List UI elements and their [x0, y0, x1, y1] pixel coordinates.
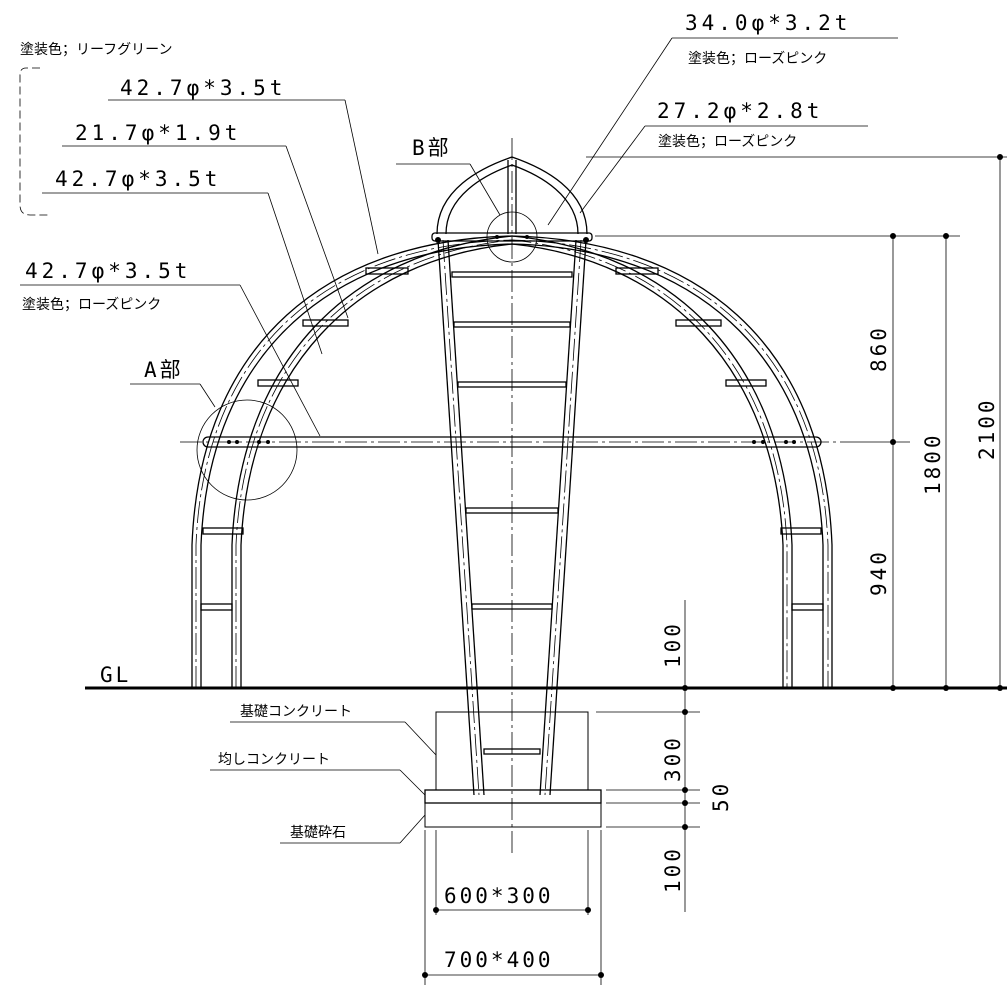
lower-dim: 940: [867, 549, 891, 596]
pipe-horizontal-ring-label: 42.7φ*3.5t: [25, 259, 191, 283]
right-rungs: [615, 267, 824, 611]
left-rungs: [200, 267, 409, 611]
tower-rungs: [451, 271, 573, 755]
inner-arch-outer: [231, 235, 793, 688]
ring-bolts: [227, 440, 796, 444]
detail-a-label: A部: [144, 358, 184, 382]
gl-label: GL: [100, 663, 131, 687]
tower-right-inner: [539, 239, 577, 796]
pipe-inner-arch-label: 42.7φ*3.5t: [55, 167, 221, 191]
paint-rose-pink-label-3: 塗装色；ローズピンク: [658, 133, 797, 150]
tower-left-inner: [447, 239, 485, 796]
detail-b-circle: [486, 211, 538, 263]
paint-rose-pink-label-1: 塗装色；ローズピンク: [22, 296, 161, 313]
overall-dim: 2100: [975, 397, 999, 460]
rung: [302, 319, 349, 327]
leveling-concrete-block: [424, 789, 602, 804]
foundation-gravel-label: 基礎砕石: [290, 824, 346, 841]
pipe-top-outer-label: 42.7φ*3.5t: [120, 76, 286, 100]
foundation-concrete-label: 基礎コンクリート: [240, 703, 352, 720]
gravel-block: [424, 802, 602, 828]
tower-right-center: [544, 239, 582, 796]
rung: [675, 319, 722, 327]
paint-rose-pink-label-2: 塗装色；ローズピンク: [688, 50, 827, 67]
pipe-crown-label: 34.0φ*3.2t: [685, 11, 851, 35]
rung: [780, 527, 822, 535]
rung: [791, 603, 824, 611]
gravel-size-dim: 700*400: [444, 948, 554, 972]
leveling-depth-dim: 50: [709, 781, 733, 812]
rung: [202, 527, 244, 535]
rung: [200, 603, 233, 611]
pipe-top-ring-label: 27.2φ*2.8t: [657, 99, 823, 123]
mid-total-dim: 1800: [921, 432, 945, 495]
embed-dim: 100: [661, 621, 685, 668]
detail-a-circle: [196, 399, 298, 501]
crown-inner: [445, 164, 579, 235]
rung: [615, 267, 659, 275]
rung: [725, 379, 767, 387]
tower-left-outer: [437, 239, 475, 796]
crown-spine: [507, 160, 517, 234]
detail-b-label: B部: [412, 136, 452, 160]
pipe-rung-label: 21.7φ*1.9t: [75, 121, 241, 145]
top-ring: [431, 232, 593, 242]
foundation-depth-dim: 300: [661, 735, 685, 782]
leveling-concrete-label: 均しコンクリート: [218, 752, 330, 768]
inner-arch-center: [235, 239, 788, 688]
crown-outer: [436, 156, 588, 235]
inner-arch-inner: [240, 243, 784, 688]
rung: [257, 379, 299, 387]
foundation-size-dim: 600*300: [444, 884, 554, 908]
rung: [365, 267, 409, 275]
tower-left-center: [442, 239, 480, 796]
gravel-depth-dim: 100: [661, 846, 685, 893]
paint-leaf-green-label: 塗装色；リーフグリーン: [20, 41, 172, 58]
upper-dim: 860: [867, 325, 891, 372]
tower-right-outer: [549, 239, 587, 796]
